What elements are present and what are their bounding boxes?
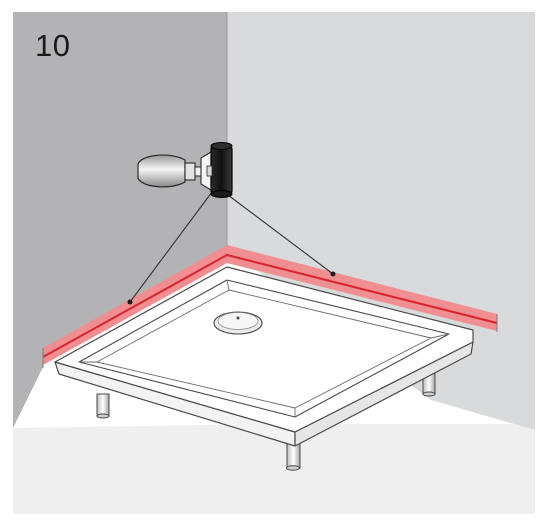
- floor: [13, 424, 535, 514]
- pointer-dot-right: [330, 271, 336, 277]
- pointer-dot-left: [127, 299, 133, 305]
- tray-leg-front-left: [96, 393, 110, 419]
- tray-basin-corner-back: [226, 279, 230, 291]
- pointer-line-right: [223, 191, 334, 275]
- pointer-line-left: [129, 191, 213, 303]
- tray-basin-corner-right: [430, 333, 450, 339]
- illustration-frame: 10: [13, 12, 535, 514]
- right-wall: [227, 12, 535, 430]
- step-number: 10: [35, 28, 71, 63]
- shower-tray: [54, 266, 474, 447]
- sealing-line: [42, 253, 498, 358]
- seam-roller-icon: [137, 142, 233, 198]
- tray-leg-front: [286, 443, 301, 471]
- shower-tray-installation-illustration: [13, 12, 535, 514]
- drain-icon: [213, 311, 263, 335]
- left-wall: [13, 12, 227, 428]
